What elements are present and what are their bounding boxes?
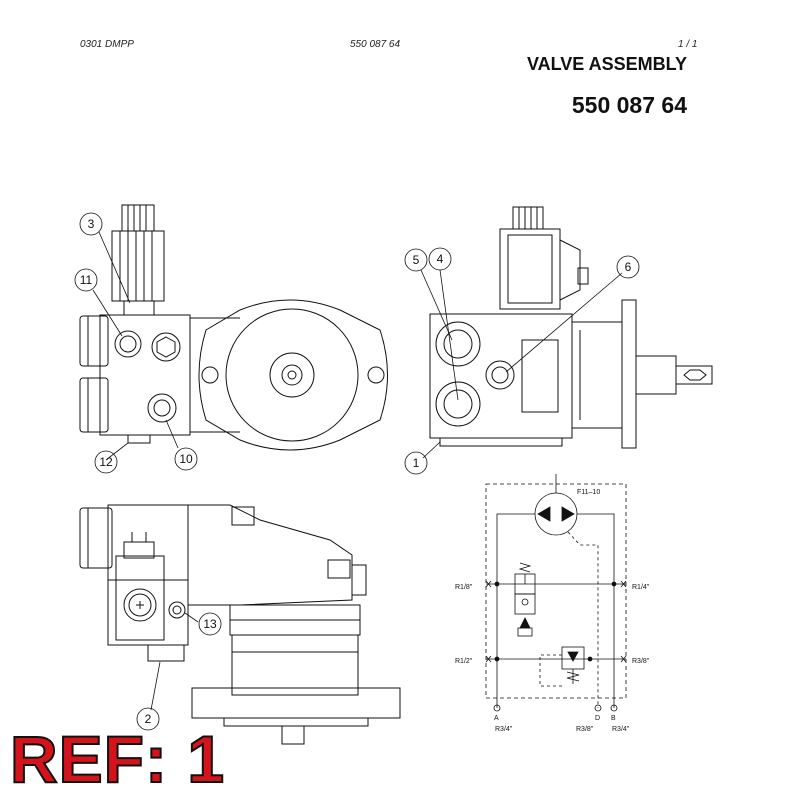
doc-code: 0301 DMPP [80,39,134,50]
callout-3 [79,212,103,236]
port-left-2: R1/2" [455,658,473,665]
callout-12 [94,450,118,474]
port-size-d: R3/8" [576,726,594,733]
callout-label-6: 6 [625,260,632,274]
callouts [74,212,640,731]
front-view [79,204,388,451]
callout-label-4: 4 [437,252,444,266]
callout-13 [198,612,222,636]
callout-10 [174,447,198,471]
callout-label-10: 10 [179,452,193,466]
hydraulic-schematic [485,474,627,712]
callout-11 [74,268,98,292]
side-view [429,206,713,449]
header-part-number: 550 087 64 [350,39,401,50]
pump-label: F11–10 [577,489,600,496]
callout-label-1: 1 [413,456,420,470]
callout-2 [136,707,160,731]
callout-label-5: 5 [413,253,420,267]
callout-label-11: 11 [80,273,93,287]
callout-labels: 3 11 12 10 5 4 6 1 2 13 [80,217,632,726]
port-right-2: R3/8" [632,658,650,665]
callout-label-13: 13 [203,617,217,631]
part-number: 550 087 64 [571,92,687,118]
port-letter-d: D [595,715,600,722]
callout-label-12: 12 [99,455,113,469]
callout-label-2: 2 [145,712,152,726]
callout-6 [616,255,640,279]
port-size-a: R3/4" [495,726,513,733]
callout-label-3: 3 [88,217,95,231]
port-letter-a: A [494,715,499,722]
port-right-1: R1/4" [632,584,650,591]
port-letter-b: B [611,715,616,722]
port-size-b: R3/4" [612,726,630,733]
callout-1 [404,451,428,475]
page-number: 1 / 1 [678,39,698,50]
callout-5 [404,248,428,272]
callout-4 [428,247,452,271]
schematic-labels: F11–10 R1/8" R1/2" R1/4" R3/8" A D B R3/… [455,489,650,733]
page-title: VALVE ASSEMBLY [526,54,687,74]
top-view [79,504,401,745]
port-left-1: R1/8" [455,584,473,591]
ref-label: REF: 1 [9,722,226,796]
